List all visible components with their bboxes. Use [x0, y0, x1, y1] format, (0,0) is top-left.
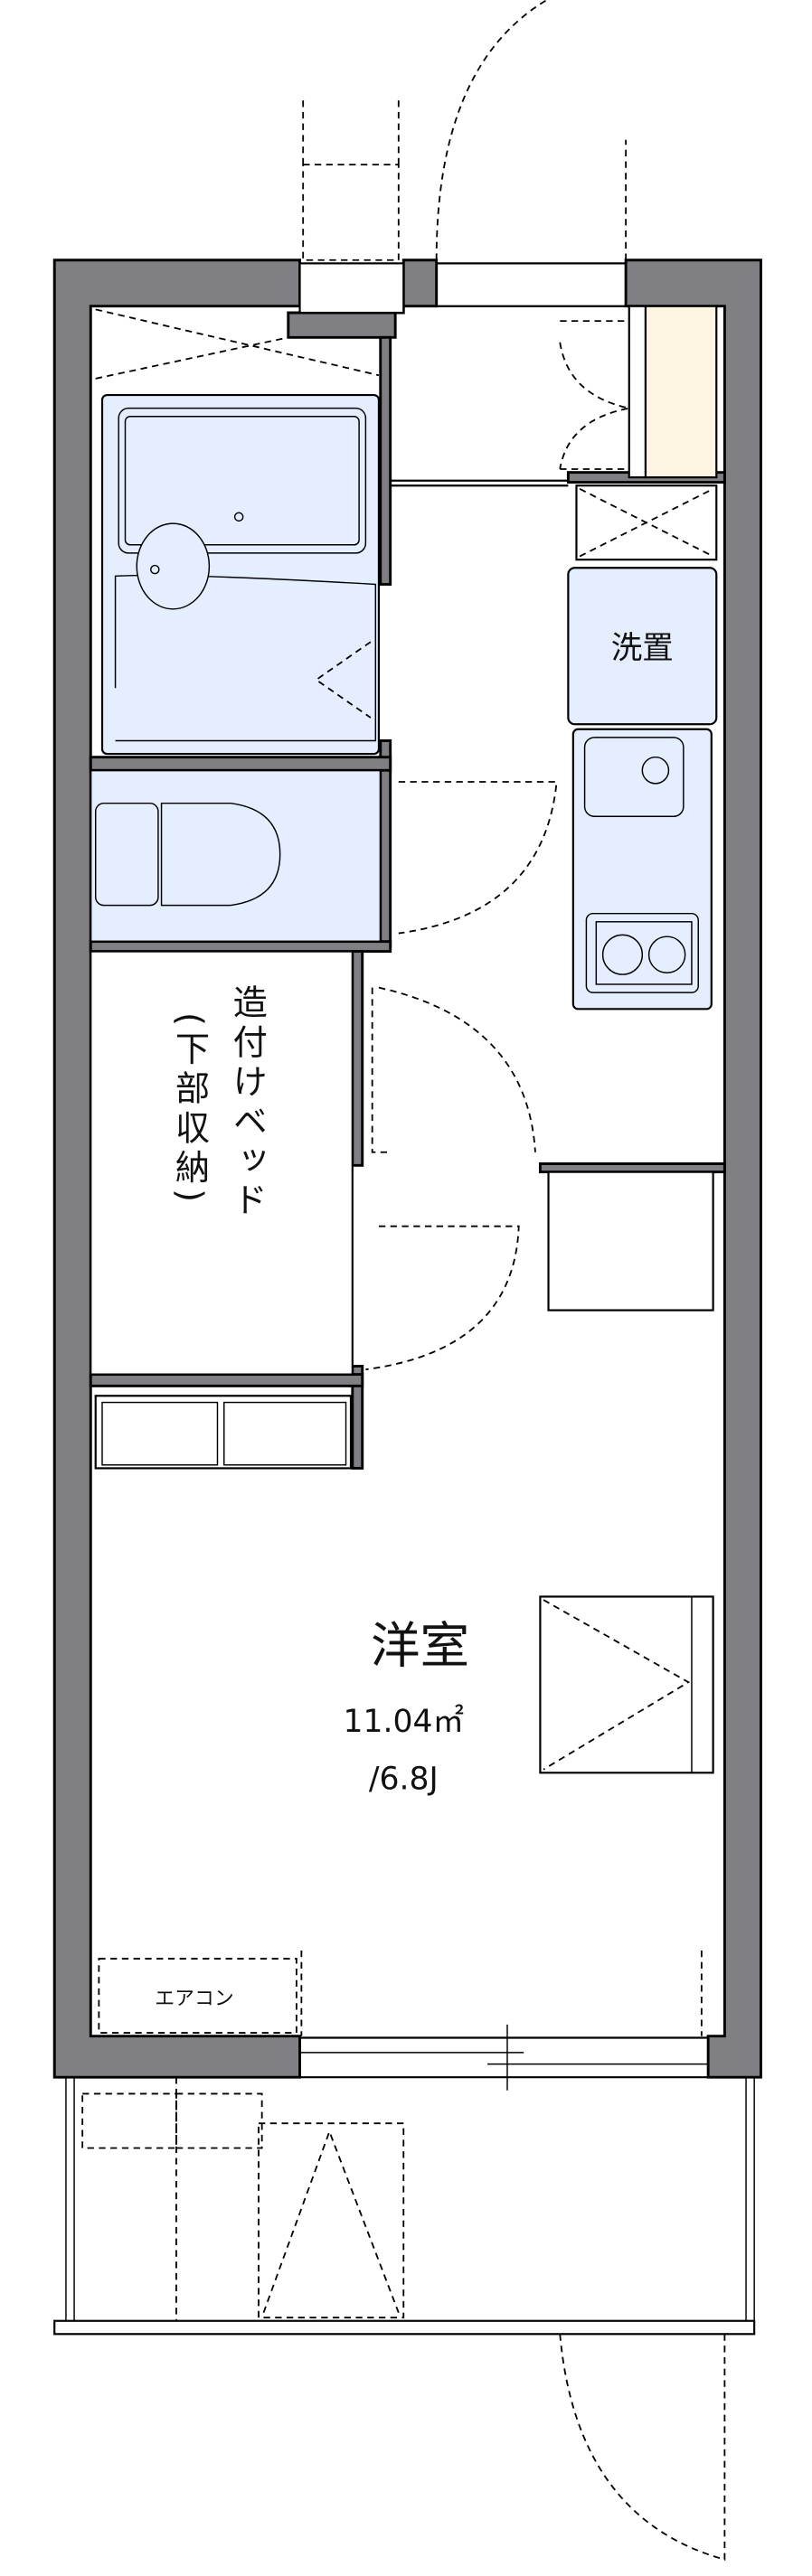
washer-space: 洗置 [567, 567, 718, 726]
drain-icon [641, 756, 670, 785]
refrigerator-space [547, 1170, 714, 1312]
kitchen-counter [571, 728, 713, 1011]
room-size-tatami: /6.8J [369, 1762, 439, 1798]
built-in-bed: 造付けベッド (下部収納) [90, 950, 520, 1376]
toilet-room [90, 769, 558, 943]
main-room: 洋室 11.04㎡ /6.8J [343, 1616, 469, 1797]
air-conditioner-label: エアコン [155, 1988, 233, 2010]
sink [583, 737, 685, 817]
closet [539, 1595, 714, 1774]
pipe-space [298, 262, 405, 315]
built-in-bed-sublabel: (下部収納) [170, 1012, 210, 1208]
balcony [53, 2077, 756, 2561]
burner-icon [647, 935, 686, 973]
bathroom [95, 308, 381, 756]
shoe-box [644, 305, 718, 479]
washer-label: 洗置 [611, 630, 674, 666]
shelf [94, 1395, 353, 1470]
shoe-box-door-swing [559, 320, 629, 470]
balcony-door-swing [559, 2334, 726, 2561]
entrance-door-swing [302, 0, 628, 261]
exterior-walls [52, 259, 762, 2079]
room-area: 11.04㎡ [343, 1704, 464, 1740]
burner-icon [601, 934, 644, 975]
bed-door-swing [365, 1225, 520, 1371]
built-in-bed-label: 造付けベッド [227, 984, 267, 1221]
air-conditioner: エアコン [98, 1950, 703, 2036]
hall-door-swing [371, 986, 536, 1153]
toilet-door-swing [398, 781, 558, 935]
sliding-window[interactable] [299, 2024, 709, 2091]
room-name: 洋室 [371, 1616, 469, 1674]
